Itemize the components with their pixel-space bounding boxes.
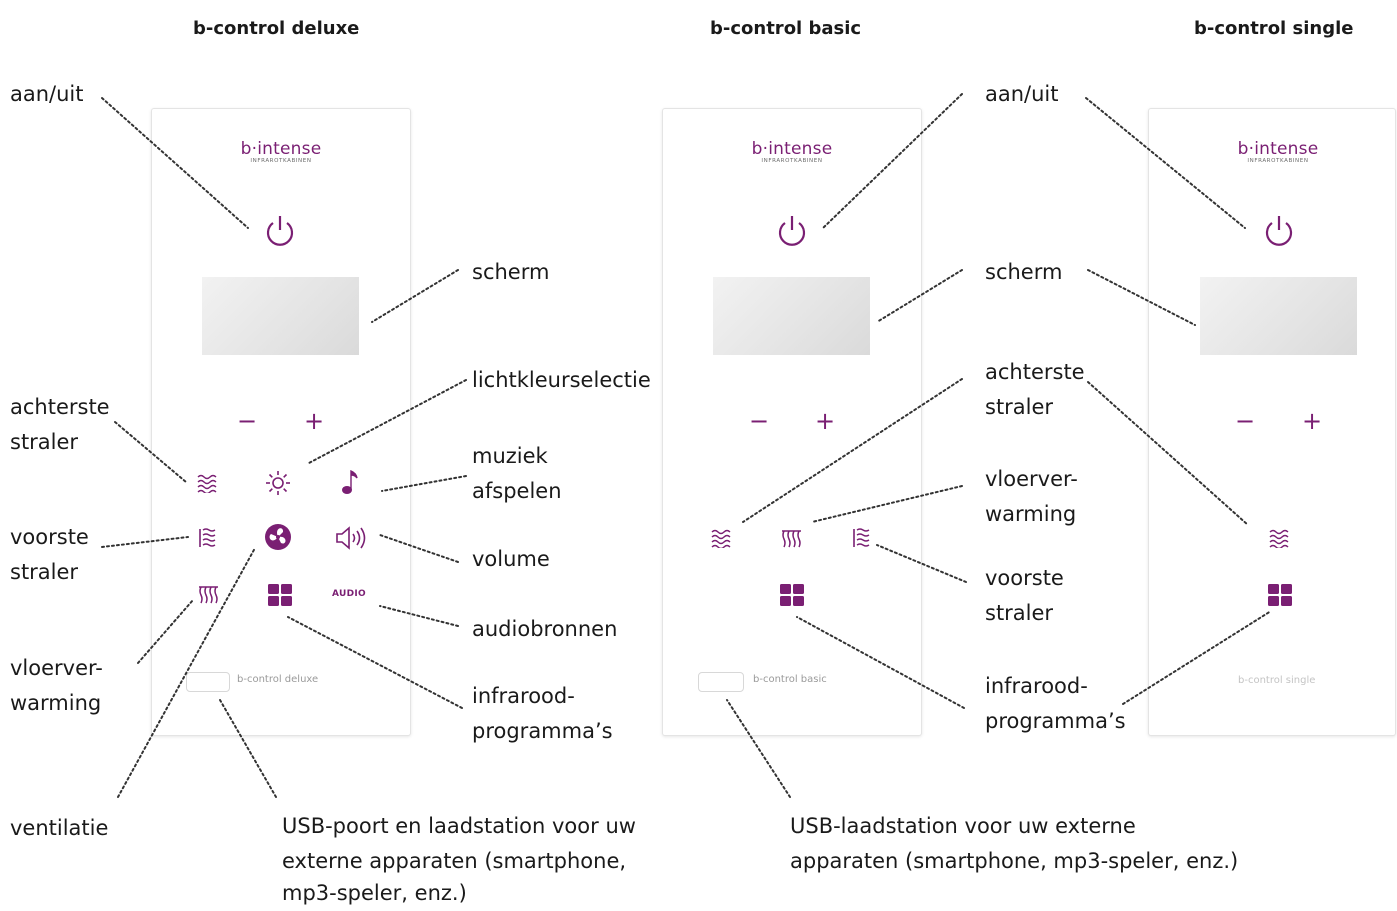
label-scherm: scherm: [472, 260, 550, 284]
minus-button[interactable]: −: [1235, 407, 1256, 435]
label-vloerverwarming-2: warming: [10, 691, 102, 715]
label-infrarood-b: infrarood-: [985, 674, 1088, 698]
label-achterste: achterste: [10, 395, 110, 419]
grid-icon[interactable]: [268, 584, 292, 606]
plus-button[interactable]: +: [1302, 407, 1323, 435]
brand-logo: b·intense INFRAROTKABINEN: [1237, 139, 1319, 164]
label-usb-deluxe-2: externe apparaten (smartphone,: [282, 849, 627, 873]
panel-deluxe: b·intense INFRAROTKABINEN − +: [151, 108, 411, 736]
plus-button[interactable]: +: [304, 407, 325, 435]
label-infrarood: infrarood-: [472, 684, 575, 708]
display-screen: [713, 277, 870, 355]
floor-heating-icon[interactable]: [781, 529, 803, 549]
rear-heater-icon[interactable]: [710, 528, 732, 548]
panel-single: b·intense INFRAROTKABINEN − + b-control …: [1148, 108, 1396, 736]
brand-logo: b·intense INFRAROTKABINEN: [240, 139, 322, 164]
power-icon[interactable]: [1262, 213, 1296, 249]
label-muziek-2: afspelen: [472, 479, 562, 503]
label-audiobronnen: audiobronnen: [472, 617, 618, 641]
rear-heater-icon[interactable]: [196, 473, 218, 493]
audio-button[interactable]: AUDIO: [332, 589, 366, 599]
label-vloerverwarming-b: vloerver-: [985, 467, 1078, 491]
light-icon[interactable]: [265, 470, 291, 496]
front-heater-icon[interactable]: [851, 527, 873, 549]
panel-basic: b·intense INFRAROTKABINEN − + b-control …: [662, 108, 922, 736]
grid-icon[interactable]: [1268, 584, 1292, 606]
label-infrarood-2: programma’s: [472, 719, 613, 743]
floor-heating-icon[interactable]: [198, 585, 220, 605]
display-screen: [1200, 277, 1357, 355]
label-achterste-2: straler: [10, 430, 79, 454]
music-note-icon[interactable]: [340, 468, 360, 496]
label-voorste-2: straler: [10, 560, 79, 584]
usb-port: [186, 672, 230, 692]
rear-heater-icon[interactable]: [1268, 528, 1290, 548]
label-scherm-2: scherm: [985, 260, 1063, 284]
grid-icon[interactable]: [780, 584, 804, 606]
label-usb-deluxe: USB-poort en laadstation voor uw: [282, 814, 636, 838]
label-ventilatie: ventilatie: [10, 816, 109, 840]
minus-button[interactable]: −: [749, 407, 770, 435]
label-volume: volume: [472, 547, 550, 571]
label-vloerverwarming: vloerver-: [10, 656, 103, 680]
brand-logo: b·intense INFRAROTKABINEN: [751, 139, 833, 164]
fan-icon[interactable]: [264, 523, 292, 551]
usb-port: [698, 672, 744, 692]
label-voorste: voorste: [10, 525, 89, 549]
label-vloerverwarming-b-2: warming: [985, 502, 1077, 526]
display-screen: [202, 277, 359, 355]
panel-name: b-control deluxe: [237, 674, 319, 685]
title-single: b-control single: [1194, 18, 1354, 39]
power-icon[interactable]: [263, 213, 297, 249]
front-heater-icon[interactable]: [197, 527, 219, 549]
power-icon[interactable]: [775, 213, 809, 249]
label-achterste-b-2: straler: [985, 395, 1054, 419]
label-muziek: muziek: [472, 444, 548, 468]
plus-button[interactable]: +: [815, 407, 836, 435]
label-achterste-b: achterste: [985, 360, 1085, 384]
label-usb-basic-2: apparaten (smartphone, mp3-speler, enz.): [790, 849, 1239, 873]
label-aan-uit-2: aan/uit: [985, 82, 1059, 106]
label-usb-basic: USB-laadstation voor uw externe: [790, 814, 1136, 838]
speaker-icon[interactable]: [335, 526, 367, 550]
panel-name: b-control single: [1238, 675, 1316, 686]
minus-button[interactable]: −: [237, 407, 258, 435]
label-aan-uit: aan/uit: [10, 82, 84, 106]
label-voorste-b: voorste: [985, 566, 1064, 590]
label-infrarood-b-2: programma’s: [985, 709, 1126, 733]
panel-name: b-control basic: [753, 674, 827, 685]
label-voorste-b-2: straler: [985, 601, 1054, 625]
label-lichtkleurselectie: lichtkleurselectie: [472, 368, 651, 392]
title-deluxe: b-control deluxe: [193, 18, 360, 39]
label-usb-deluxe-3: mp3-speler, enz.): [282, 881, 467, 905]
title-basic: b-control basic: [710, 18, 862, 39]
